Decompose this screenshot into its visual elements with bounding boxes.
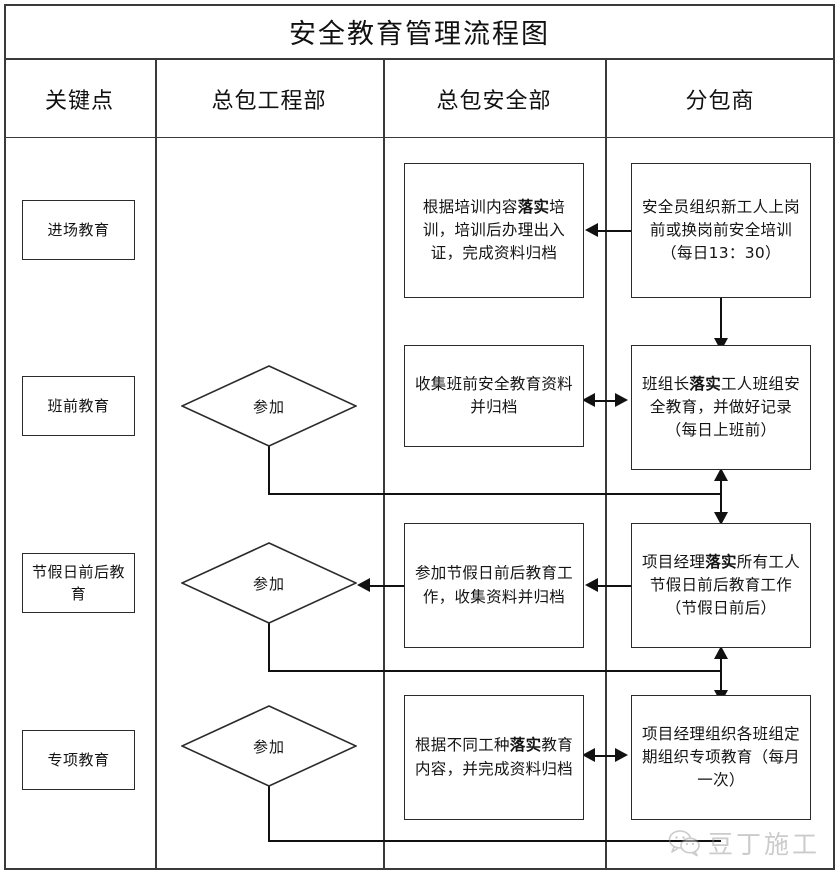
safety-text-0-0: 根据培训内容 [422, 197, 518, 216]
connector-r1-sub-to-safety [597, 230, 631, 232]
safety-box-pre-shift-education: 收集班前安全教育资料并归档 [404, 345, 584, 447]
key-point-box-holiday-education: 节假日前后教育 [22, 553, 135, 613]
arrowhead-r3-left-b [357, 578, 370, 592]
safety-text-0-2: 培训，培训后办理出入证，完成资料归档 [422, 197, 566, 263]
connector-r2-diamond-right [268, 493, 721, 495]
column-divider-2 [383, 60, 385, 870]
connector-r3-diamond-right [268, 670, 721, 672]
arrowhead-r4-left [582, 748, 595, 762]
sub-text-1-0: 班组长 [641, 374, 690, 393]
connector-r1-to-r2-sub [720, 298, 722, 343]
safety-box-special-education: 根据不同工种落实教育内容，并完成资料归档 [404, 695, 584, 820]
safety-text-2-0: 参加节假日前后教育工作，收集资料并归档 [414, 564, 573, 606]
engineering-diamond-label-2: 参加 [252, 397, 285, 416]
safety-text-3-1: 落实 [509, 736, 542, 755]
safety-text-1-0: 收集班前安全教育资料并归档 [414, 374, 573, 416]
connector-r3-to-r4-sub [720, 650, 722, 702]
diamond-shape-icon [181, 705, 357, 787]
arrowhead-r2-right [615, 393, 628, 407]
safety-text-0-1: 落实 [517, 197, 550, 216]
engineering-diamond-special-education: 参加 [181, 705, 357, 787]
engineering-diamond-pre-shift-education: 参加 [181, 365, 357, 447]
column-header-row: 关键点 总包工程部 总包安全部 分包商 [4, 60, 835, 138]
engineering-diamond-label-4: 参加 [252, 737, 285, 756]
sub-text-2-2: 所有工人节假日前后教育工作（节假日前后） [649, 552, 800, 618]
key-point-box-special-education: 专项教育 [22, 730, 135, 790]
page-title: 安全教育管理流程图 [289, 18, 550, 50]
connector-r3-diamond-down [268, 623, 270, 671]
sub-text-0-0: 安全员组织新工人上岗前或换岗前安全培训（每日13：30） [641, 197, 800, 263]
diamond-shape-icon [181, 542, 357, 624]
sub-text-1-2: 工人班组安全教育，并做好记录（每日上班前） [649, 374, 801, 440]
diamond-shape-icon [181, 365, 357, 447]
connector-r2-safety-sub [592, 400, 624, 402]
key-point-box-entry-education: 进场教育 [22, 200, 135, 260]
subcontractor-box-holiday-education: 项目经理落实所有工人节假日前后教育工作（节假日前后） [631, 523, 811, 648]
chart-outer-frame [4, 4, 835, 870]
engineering-diamond-holiday-education: 参加 [181, 542, 357, 624]
arrowhead-r4-right [615, 748, 628, 762]
sub-text-2-1: 落实 [705, 552, 737, 571]
column-divider-3 [605, 60, 607, 870]
arrowhead-r2-left [582, 393, 595, 407]
safety-box-holiday-education: 参加节假日前后教育工作，收集资料并归档 [404, 523, 584, 648]
column-header-key-point: 关键点 [44, 89, 114, 114]
connector-r4-diamond-down [268, 786, 270, 841]
connector-r3-sub-to-safety [597, 585, 631, 587]
connector-r3-safety-to-diamond [370, 585, 404, 587]
arrowhead-r2-to-r3-up [714, 468, 728, 481]
subcontractor-box-pre-shift-education: 班组长落实工人班组安全教育，并做好记录（每日上班前） [631, 345, 811, 470]
safety-box-entry-education: 根据培训内容落实培训，培训后办理出入证，完成资料归档 [404, 163, 584, 298]
arrowhead-r3-to-r4-up [714, 646, 728, 659]
subcontractor-box-entry-education: 安全员组织新工人上岗前或换岗前安全培训（每日13：30） [631, 163, 811, 298]
engineering-diamond-label-3: 参加 [252, 574, 285, 593]
connector-r4-safety-sub [592, 755, 624, 757]
column-header-subcontractor: 分包商 [685, 89, 755, 114]
column-header-gc-safety: 总包安全部 [436, 89, 552, 114]
column-header-gc-eng: 总包工程部 [211, 89, 327, 114]
chart-title-band: 安全教育管理流程图 [4, 4, 835, 60]
key-point-box-pre-shift-education: 班前教育 [22, 376, 135, 436]
arrowhead-r1-left [585, 223, 598, 237]
sub-text-2-0: 项目经理 [641, 552, 706, 571]
connector-r4-diamond-right [268, 840, 721, 842]
connector-r2-to-r3-sub [720, 472, 722, 524]
arrowhead-r2-to-r3-down [714, 512, 728, 525]
subcontractor-box-special-education: 项目经理组织各班组定期组织专项教育（每月一次） [631, 695, 811, 820]
safety-text-3-0: 根据不同工种 [414, 736, 510, 755]
sub-text-1-1: 落实 [689, 374, 721, 393]
connector-r2-diamond-down [268, 446, 270, 494]
column-divider-1 [155, 60, 157, 870]
safety-text-3-2: 教育内容，并完成资料归档 [414, 736, 574, 778]
arrowhead-r3-left-a [585, 578, 598, 592]
sub-text-3-0: 项目经理组织各班组定期组织专项教育（每月一次） [641, 724, 800, 790]
